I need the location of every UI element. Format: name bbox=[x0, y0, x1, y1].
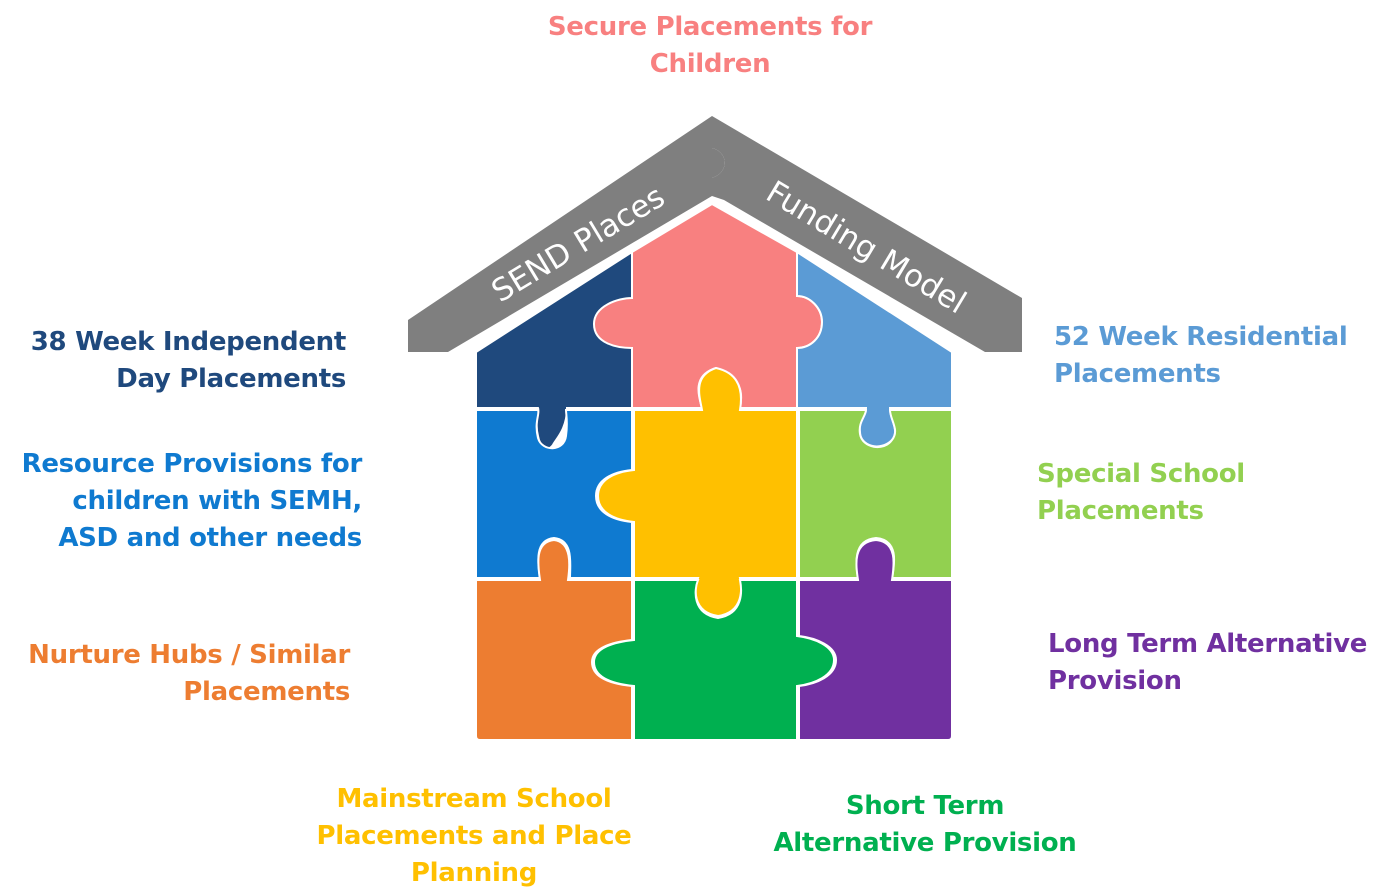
piece-long-term bbox=[798, 538, 953, 741]
label-secure-placements: Secure Placements for Children bbox=[540, 9, 880, 83]
piece-resource-provisions bbox=[475, 409, 633, 579]
label-special-line-2: Placements bbox=[1037, 496, 1204, 526]
label-mainstream-school: Mainstream School Placements and Place P… bbox=[296, 781, 652, 892]
label-secure-line-1: Secure Placements for bbox=[547, 12, 873, 42]
label-resource-line-3: ASD and other needs bbox=[58, 523, 362, 553]
label-long-term-alternative: Long Term Alternative Provision bbox=[1048, 626, 1388, 700]
label-nurture-line-2: Placements bbox=[183, 677, 350, 707]
label-mainstream-line-2: Placements and Place bbox=[316, 821, 632, 851]
label-long-term-line-1: Long Term Alternative bbox=[1048, 629, 1368, 659]
piece-mainstream bbox=[596, 366, 798, 618]
label-short-term-alternative: Short Term Alternative Provision bbox=[760, 788, 1090, 862]
label-resource-provisions: Resource Provisions for children with SE… bbox=[16, 446, 363, 557]
label-nurture-line-1: Nurture Hubs / Similar bbox=[28, 640, 350, 670]
roof-right-arm bbox=[712, 116, 1022, 352]
label-mainstream-line-3: Planning bbox=[410, 858, 538, 888]
label-38-line-2: Day Placements bbox=[116, 364, 346, 394]
label-long-term-line-2: Provision bbox=[1048, 666, 1182, 696]
label-short-term-line-1: Short Term bbox=[845, 791, 1005, 821]
label-52-line-2: Placements bbox=[1054, 359, 1221, 389]
label-38-week-independent: 38 Week Independent Day Placements bbox=[8, 324, 347, 398]
label-52-line-1: 52 Week Residential bbox=[1054, 322, 1348, 352]
label-resource-line-1: Resource Provisions for bbox=[21, 449, 363, 479]
label-52-week-residential: 52 Week Residential Placements bbox=[1054, 319, 1374, 393]
piece-special-school bbox=[798, 409, 953, 579]
piece-short-term bbox=[592, 579, 836, 741]
label-mainstream-line-1: Mainstream School bbox=[336, 784, 612, 814]
label-secure-line-2: Children bbox=[649, 49, 771, 79]
roof-left-arm bbox=[408, 116, 725, 352]
label-short-term-line-2: Alternative Provision bbox=[773, 828, 1077, 858]
label-special-line-1: Special School bbox=[1037, 459, 1245, 489]
label-38-line-1: 38 Week Independent bbox=[30, 327, 347, 357]
label-special-school: Special School Placements bbox=[1037, 456, 1337, 530]
label-nurture-hubs: Nurture Hubs / Similar Placements bbox=[24, 637, 350, 711]
label-resource-line-2: children with SEMH, bbox=[72, 486, 362, 516]
